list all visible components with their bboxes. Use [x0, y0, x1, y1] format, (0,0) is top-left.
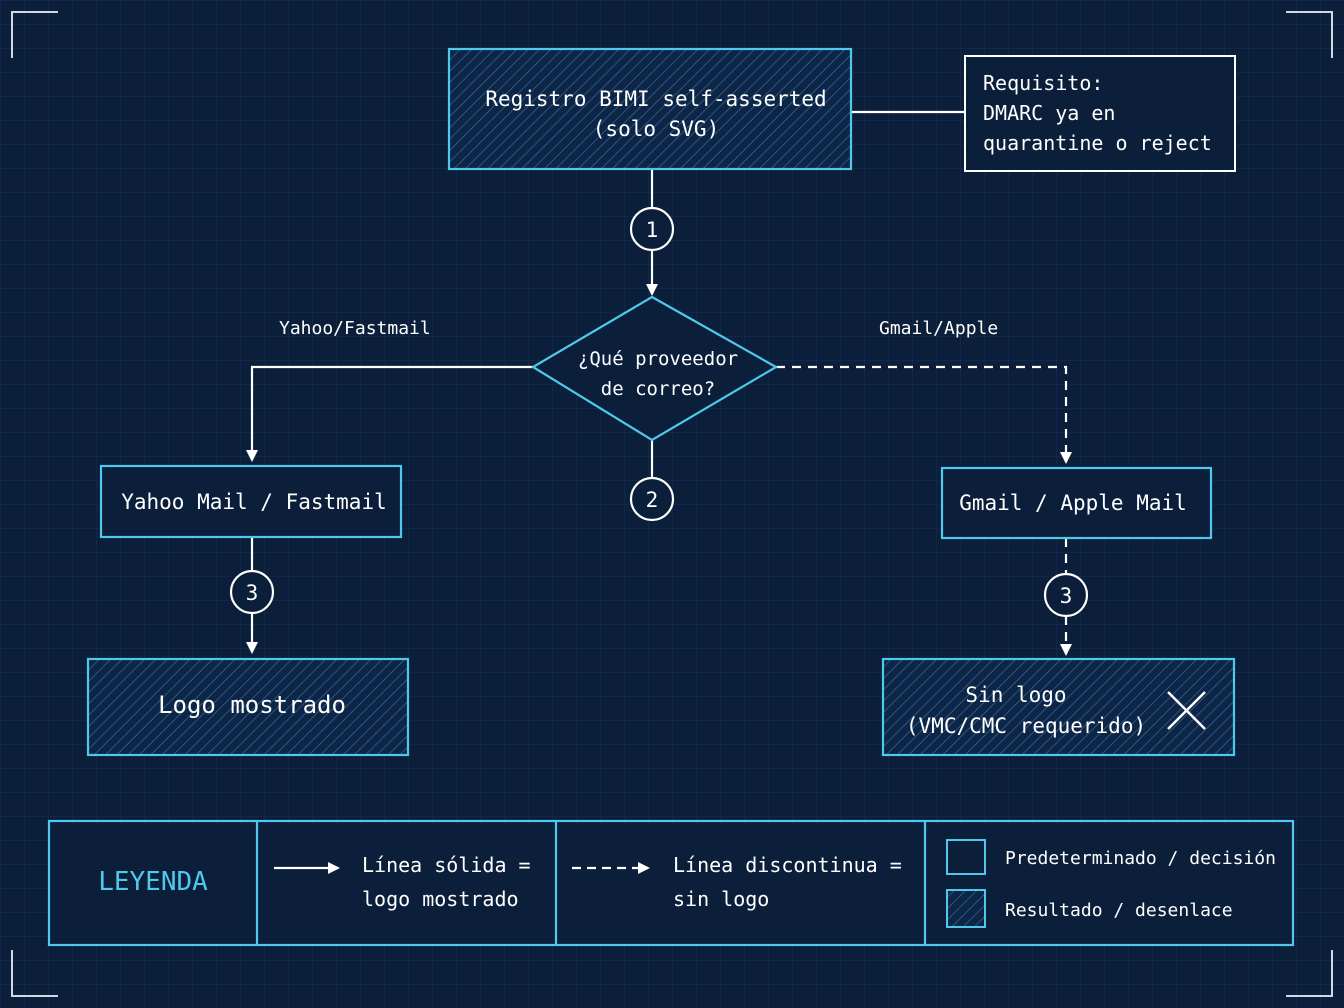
arrow-decision-yahoo: [246, 365, 533, 462]
decision-line1: ¿Qué proveedor: [578, 348, 738, 370]
corner-bracket-bottom-left: [11, 950, 58, 997]
yahoo-node-label: Yahoo Mail / Fastmail: [121, 490, 387, 514]
corner-bracket-top-left: [11, 11, 58, 58]
requirement-note-box: [964, 55, 1236, 172]
legend-dashed-line1: Línea discontinua =: [673, 853, 902, 877]
x-mark-icon: [1167, 691, 1206, 730]
legend-result-box-sample: [946, 889, 986, 928]
yahoo-node: Yahoo Mail / Fastmail: [99, 464, 403, 539]
gmail-node: Gmail / Apple Mail: [940, 466, 1213, 540]
decision-node: ¿Qué proveedor de correo?: [530, 295, 779, 442]
start-node-line2: (solo SVG): [593, 117, 719, 141]
legend-result-box-label: Resultado / desenlace: [1005, 900, 1233, 921]
step-3-left-marker: 3: [229, 569, 275, 615]
start-node: Registro BIMI self-asserted (solo SVG): [447, 47, 853, 171]
step-3-left-number: 3: [246, 581, 259, 605]
gmail-node-label: Gmail / Apple Mail: [959, 491, 1187, 515]
decision-line2: de correo?: [601, 378, 715, 400]
legend-default-box-label: Predeterminado / decisión: [1005, 848, 1276, 869]
step-2-number: 2: [646, 488, 659, 512]
start-node-line1: Registro BIMI self-asserted: [485, 87, 826, 111]
requirement-line2: DMARC ya en: [983, 101, 1115, 125]
yahoo-node-box: [99, 464, 403, 539]
step-2-marker: 2: [629, 476, 675, 522]
gmail-node-box: [940, 466, 1213, 540]
step-1-number: 1: [646, 218, 659, 242]
no-logo-line1: Sin logo: [965, 683, 1066, 707]
start-node-box: [447, 47, 853, 171]
legend-title: LEYENDA: [98, 867, 208, 897]
decision-diamond: [530, 295, 779, 442]
step-3-right-marker: 3: [1043, 572, 1089, 618]
legend-solid-line2: logo mostrado: [362, 887, 519, 911]
legend-box: [47, 819, 1295, 947]
logo-shown-label: Logo mostrado: [158, 691, 346, 719]
step-1-marker: 1: [629, 206, 675, 252]
no-logo-line2: (VMC/CMC requerido): [906, 714, 1146, 738]
branch-label-left: Yahoo/Fastmail: [279, 318, 431, 339]
corner-brackets: [11, 11, 1333, 997]
step-3-right-number: 3: [1060, 584, 1073, 608]
connectors: [246, 110, 1072, 656]
legend: LEYENDA Línea sólida = logo mostrado Lín…: [47, 819, 1295, 947]
requirement-line1: Requisito:: [983, 71, 1103, 95]
corner-bracket-top-right: [1286, 11, 1333, 58]
corner-bracket-bottom-right: [1286, 950, 1333, 997]
step-1-circle: [629, 206, 675, 252]
no-logo-box: [881, 657, 1236, 757]
arrow-decision-gmail: [776, 365, 1072, 464]
legend-dashed-line2: sin logo: [673, 887, 769, 911]
requirement-line3: quarantine o reject: [983, 131, 1212, 155]
requirement-note: Requisito: DMARC ya en quarantine o reje…: [964, 55, 1236, 172]
step-2-circle: [629, 476, 675, 522]
step-3-right-circle: [1043, 572, 1089, 618]
no-logo-node: Sin logo (VMC/CMC requerido): [881, 657, 1236, 757]
legend-solid-line1: Línea sólida =: [362, 853, 531, 877]
branch-label-right: Gmail/Apple: [879, 318, 998, 339]
logo-shown-box: [86, 657, 410, 757]
logo-shown-node: Logo mostrado: [86, 657, 410, 757]
step-3-left-circle: [229, 569, 275, 615]
legend-default-box-sample: [946, 839, 986, 875]
